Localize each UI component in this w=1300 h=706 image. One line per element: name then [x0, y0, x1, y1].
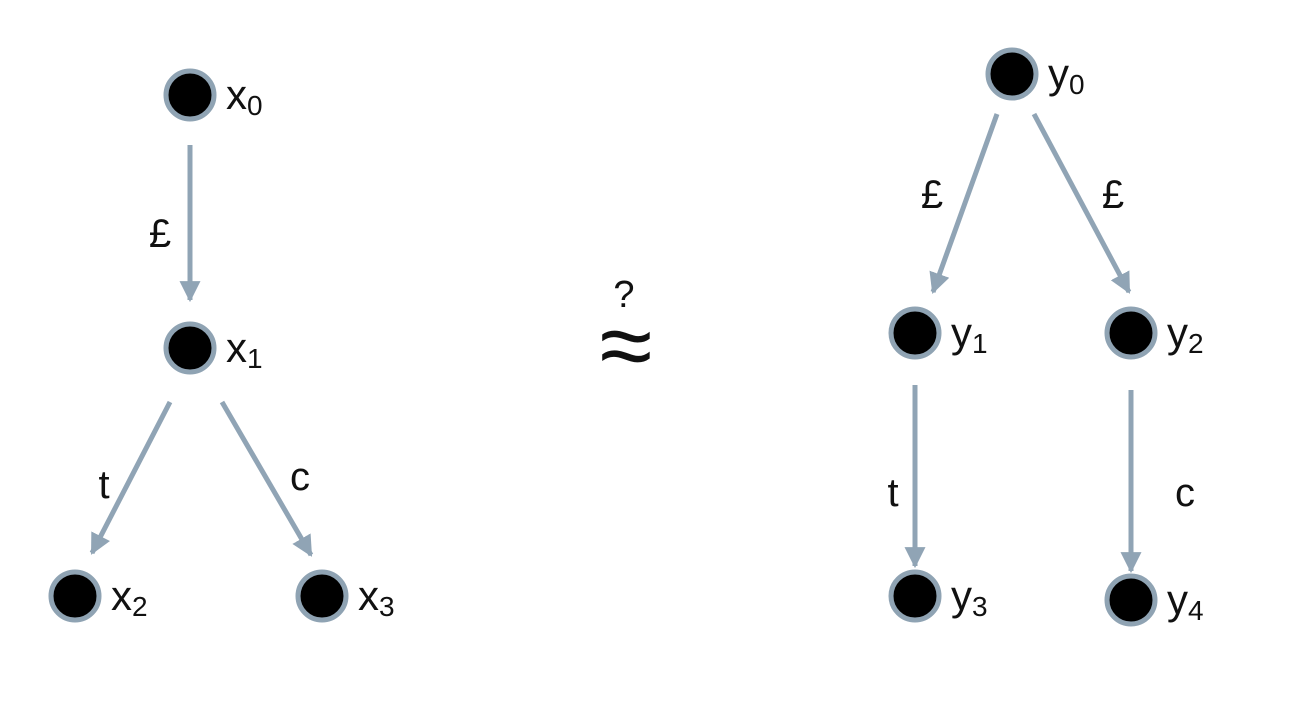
edge-label-x0-x1: £	[149, 212, 171, 256]
edge-x1-x2	[89, 400, 173, 555]
node-label-base: y	[1167, 309, 1188, 356]
node-y3	[888, 569, 942, 623]
relation-approx-symbol: ≈	[600, 292, 653, 399]
node-label-subscript: 1	[972, 328, 988, 359]
node-label-subscript: 2	[132, 591, 148, 622]
node-label-y3: y3	[951, 572, 988, 622]
node-label-subscript: 0	[1069, 69, 1085, 100]
node-y0	[985, 47, 1039, 101]
node-label-subscript: 3	[972, 591, 988, 622]
node-label-base: y	[1048, 50, 1069, 97]
node-label-subscript: 3	[379, 591, 395, 622]
node-label-y1: y1	[951, 309, 988, 359]
node-label-base: x	[358, 572, 379, 619]
node-label-y0: y0	[1048, 50, 1085, 100]
node-label-y4: y4	[1167, 576, 1204, 626]
node-label-x3: x3	[358, 572, 395, 622]
edge-y0-y1	[929, 113, 1000, 294]
edge-label-x1-x2: t	[98, 463, 109, 507]
edge-label-y2-y4: c	[1175, 471, 1195, 515]
node-label-x0: x0	[226, 71, 263, 121]
node-label-y2: y2	[1167, 309, 1204, 359]
node-label-base: y	[951, 572, 972, 619]
edge-y0-y2	[1031, 112, 1132, 294]
node-label-base: y	[951, 309, 972, 356]
node-x0	[163, 68, 217, 122]
node-y2	[1104, 306, 1158, 360]
relation-question-mark: ?	[613, 274, 634, 316]
node-label-base: x	[226, 71, 247, 118]
node-label-subscript: 2	[1188, 328, 1204, 359]
node-label-x1: x1	[226, 324, 263, 374]
node-y1	[888, 306, 942, 360]
node-label-base: x	[226, 324, 247, 371]
node-x1	[163, 321, 217, 375]
edge-label-y1-y3: t	[887, 471, 898, 515]
edge-label-x1-x3: c	[290, 455, 310, 499]
node-y4	[1104, 573, 1158, 627]
node-label-subscript: 4	[1188, 595, 1204, 626]
node-label-x2: x2	[111, 572, 148, 622]
node-label-subscript: 0	[247, 90, 263, 121]
node-label-base: y	[1167, 576, 1188, 623]
edge-label-y0-y1: £	[921, 173, 943, 217]
relation-symbol: ? ≈	[600, 274, 653, 399]
edge-label-y0-y2: £	[1102, 173, 1124, 217]
edge-x1-x3	[219, 400, 314, 557]
node-x3	[295, 569, 349, 623]
node-label-base: x	[111, 572, 132, 619]
node-x2	[48, 569, 102, 623]
edges-layer: £ t c £ £ t c	[89, 112, 1195, 574]
node-label-subscript: 1	[247, 343, 263, 374]
